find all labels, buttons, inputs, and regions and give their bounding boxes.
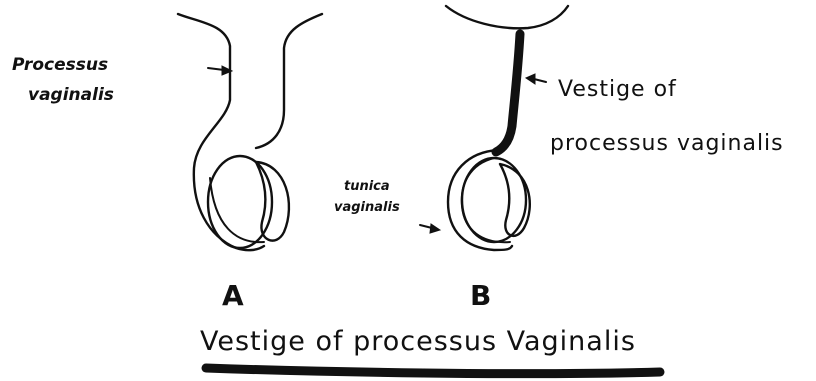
vestige-band-b [496,34,520,152]
panel-b [420,6,568,250]
pointer-line-vestige [534,79,546,82]
tunica-vaginalis-label-line1: tunica [344,179,390,194]
caption-title: Vestige of processus Vaginalis [200,326,636,357]
pointer-arrowhead-vestige [526,74,535,84]
tunica-vaginalis-label-line2: vaginalis [334,200,400,215]
caption-underline [206,368,660,374]
peritoneal-curve-b [446,6,568,28]
vestige-label-line2: processus vaginalis [550,131,784,156]
sac-inner-fold-a [210,178,264,242]
panel-b-letter: B [470,279,491,312]
processus-vaginalis-label-line2: vaginalis [28,85,114,105]
processus-vaginalis-outline-a [178,14,264,250]
vestige-label-line1: Vestige of [558,77,677,102]
pointer-arrowhead-tunica [430,224,440,233]
panel-a-letter: A [222,279,244,312]
processus-vaginalis-inner-a [256,14,322,148]
panel-a [178,14,322,250]
processus-vaginalis-label-line1: Processus [12,55,108,75]
